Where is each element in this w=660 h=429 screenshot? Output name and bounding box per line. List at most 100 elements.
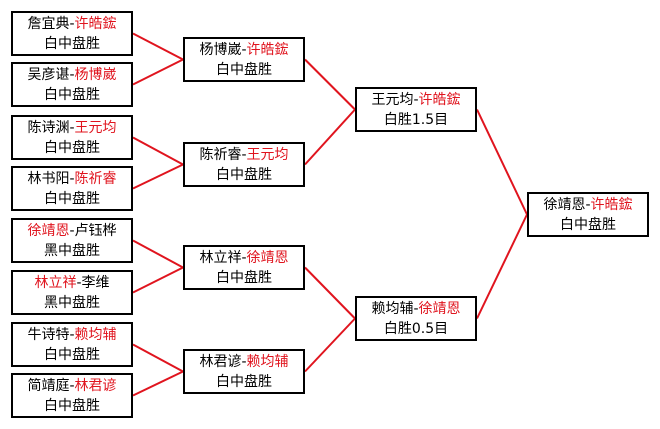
versus-dash: -	[69, 120, 75, 136]
versus-dash: -	[69, 378, 75, 394]
match-result: 白中盘胜	[44, 191, 100, 207]
player-1: 牛诗特	[27, 327, 70, 343]
round-1-match-box: 陈诗渊-王元均白中盘胜	[11, 115, 133, 160]
match-result: 白中盘胜	[216, 167, 272, 183]
match-result: 黑中盘胜	[44, 295, 100, 311]
player-1: 林立祥	[199, 250, 242, 266]
player-1: 詹宜典	[27, 16, 70, 32]
player-2: 徐靖恩	[418, 301, 461, 317]
player-2: 赖均辅	[74, 327, 117, 343]
versus-dash: -	[241, 42, 247, 58]
round-1-match-box: 牛诗特-赖均辅白中盘胜	[11, 322, 133, 367]
semifinal-match-box: 王元均-许皓鋐白胜1.5目	[355, 87, 477, 132]
round-1-match-box: 林书阳-陈祈睿白中盘胜	[11, 166, 133, 211]
versus-dash: -	[76, 275, 82, 291]
versus-dash: -	[69, 327, 75, 343]
versus-dash: -	[69, 223, 75, 239]
match-players: 詹宜典-许皓鋐	[13, 14, 131, 34]
match-result: 黑中盘胜	[44, 243, 100, 259]
versus-dash: -	[241, 147, 247, 163]
versus-dash: -	[585, 197, 591, 213]
round-2-match-box: 林君谚-赖均辅白中盘胜	[183, 349, 305, 394]
connector-line	[304, 266, 356, 320]
versus-dash: -	[69, 16, 75, 32]
player-2: 王元均	[246, 147, 289, 163]
match-result: 白胜0.5目	[383, 321, 449, 337]
versus-dash: -	[413, 301, 419, 317]
versus-dash: -	[241, 250, 247, 266]
player-2: 徐靖恩	[246, 250, 289, 266]
match-players: 徐靖恩-卢钰桦	[13, 221, 131, 241]
match-players: 林立祥-徐靖恩	[185, 248, 303, 268]
connector-line	[476, 109, 528, 215]
player-1: 赖均辅	[371, 301, 414, 317]
match-result: 白中盘胜	[44, 347, 100, 363]
versus-dash: -	[69, 67, 75, 83]
round-2-match-box: 林立祥-徐靖恩白中盘胜	[183, 245, 305, 290]
player-1: 陈诗渊	[27, 120, 70, 136]
match-result: 白中盘胜	[216, 270, 272, 286]
player-2: 李维	[81, 275, 110, 291]
match-players: 杨博崴-许皓鋐	[185, 40, 303, 60]
connector-line	[304, 108, 356, 166]
match-result: 白中盘胜	[216, 62, 272, 78]
match-result: 白中盘胜	[216, 374, 272, 390]
match-result: 白中盘胜	[44, 87, 100, 103]
player-1: 杨博崴	[199, 42, 242, 58]
match-players: 吴彦谌-杨博崴	[13, 65, 131, 85]
connector-line	[132, 32, 184, 61]
player-1: 林立祥	[34, 275, 77, 291]
player-1: 徐靖恩	[27, 223, 70, 239]
connector-line	[132, 136, 184, 166]
connector-line	[132, 58, 184, 86]
match-players: 陈祈睿-王元均	[185, 145, 303, 165]
player-2: 陈祈睿	[74, 171, 117, 187]
match-players: 赖均辅-徐靖恩	[357, 299, 475, 319]
connector-line	[132, 343, 184, 373]
round-1-match-box: 詹宜典-许皓鋐白中盘胜	[11, 11, 133, 56]
connector-line	[132, 163, 184, 190]
player-1: 林书阳	[27, 171, 70, 187]
match-result: 白中盘胜	[44, 36, 100, 52]
match-result: 白中盘胜	[560, 217, 616, 233]
player-2: 许皓鋐	[418, 92, 461, 108]
player-2: 赖均辅	[246, 354, 289, 370]
versus-dash: -	[241, 354, 247, 370]
match-players: 牛诗特-赖均辅	[13, 325, 131, 345]
connector-line	[132, 239, 184, 269]
round-2-match-box: 杨博崴-许皓鋐白中盘胜	[183, 37, 305, 82]
round-1-match-box: 简靖庭-林君谚白中盘胜	[11, 373, 133, 418]
match-result: 白中盘胜	[44, 398, 100, 414]
player-1: 陈祈睿	[199, 147, 242, 163]
round-1-match-box: 徐靖恩-卢钰桦黑中盘胜	[11, 218, 133, 263]
connector-line	[132, 266, 184, 294]
versus-dash: -	[69, 171, 75, 187]
player-2: 王元均	[74, 120, 117, 136]
final-match-box: 徐靖恩-许皓鋐白中盘胜	[527, 192, 649, 237]
round-1-match-box: 林立祥-李维黑中盘胜	[11, 270, 133, 315]
match-players: 林书阳-陈祈睿	[13, 169, 131, 189]
player-2: 林君谚	[74, 378, 117, 394]
round-2-match-box: 陈祈睿-王元均白中盘胜	[183, 142, 305, 187]
player-2: 许皓鋐	[246, 42, 289, 58]
connector-line	[132, 370, 184, 397]
connector-line	[476, 214, 528, 319]
player-1: 吴彦谌	[27, 67, 70, 83]
round-1-match-box: 吴彦谌-杨博崴白中盘胜	[11, 62, 133, 107]
match-players: 陈诗渊-王元均	[13, 118, 131, 138]
connector-line	[304, 317, 356, 373]
match-players: 徐靖恩-许皓鋐	[529, 195, 647, 215]
player-1: 王元均	[371, 92, 414, 108]
player-1: 林君谚	[199, 354, 242, 370]
connector-line	[304, 58, 356, 111]
match-result: 白中盘胜	[44, 140, 100, 156]
match-players: 简靖庭-林君谚	[13, 376, 131, 396]
player-2: 卢钰桦	[74, 223, 117, 239]
player-2: 许皓鋐	[74, 16, 117, 32]
match-players: 林君谚-赖均辅	[185, 352, 303, 372]
versus-dash: -	[413, 92, 419, 108]
player-2: 许皓鋐	[590, 197, 633, 213]
match-result: 白胜1.5目	[383, 112, 449, 128]
